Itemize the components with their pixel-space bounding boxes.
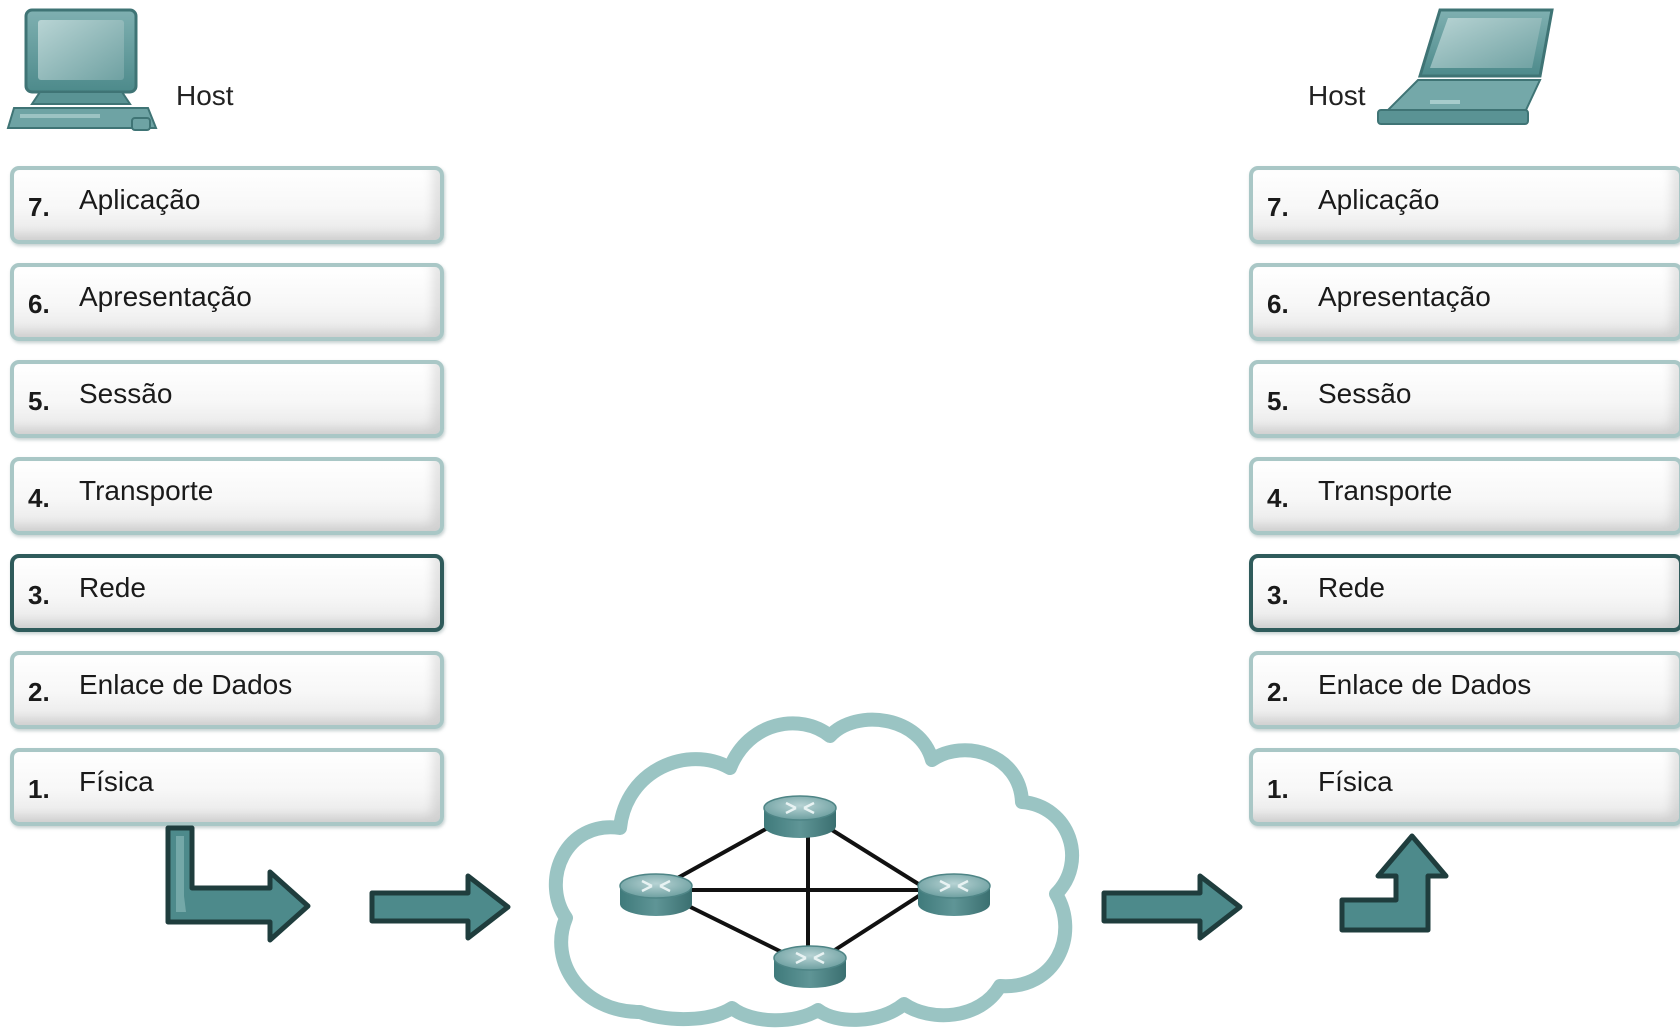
bent-arrow-down-right xyxy=(165,825,311,943)
network-cloud-icon xyxy=(549,712,1079,1028)
desktop-computer-icon xyxy=(6,8,158,131)
layer-5-left: 5. Sessão xyxy=(10,360,444,438)
layer-number: 6. xyxy=(28,289,50,319)
layer-number: 1. xyxy=(1267,774,1289,804)
laptop-icon xyxy=(1377,8,1554,125)
layer-7-left: 7. Aplicação xyxy=(10,166,444,244)
layer-number: 3. xyxy=(28,580,50,610)
layer-name: Aplicação xyxy=(1318,184,1440,215)
layer-5-right: 5. Sessão xyxy=(1249,360,1680,438)
layer-name: Rede xyxy=(1318,572,1385,603)
router-icon xyxy=(619,873,693,916)
host-left-label: Host xyxy=(176,80,234,111)
arrow-right-1 xyxy=(369,873,511,941)
layer-number: 2. xyxy=(1267,677,1289,707)
layer-4-left: 4. Transporte xyxy=(10,457,444,535)
layer-name: Sessão xyxy=(1318,378,1412,409)
osi-stack-left: 7. Aplicação 6. Apresentação 5. Sessão 4. Tr… xyxy=(10,166,444,845)
layer-2-left: 2. Enlace de Dados xyxy=(10,651,444,729)
layer-name: Apresentação xyxy=(1318,281,1491,312)
layer-6-left: 6. Apresentação xyxy=(10,263,444,341)
layer-3-right: 3. Rede xyxy=(1249,554,1680,632)
host-right-label: Host xyxy=(1308,80,1366,111)
layer-number: 5. xyxy=(28,386,50,416)
osi-stack-right: 7. Aplicação 6. Apresentação 5. Sessão 4. Tr… xyxy=(1249,166,1680,845)
router-icon xyxy=(763,795,837,838)
layer-6-right: 6. Apresentação xyxy=(1249,263,1680,341)
layer-name: Apresentação xyxy=(79,281,252,312)
layer-number: 1. xyxy=(28,774,50,804)
layer-name: Física xyxy=(79,766,154,797)
layer-name: Transporte xyxy=(79,475,214,506)
layer-number: 7. xyxy=(1267,192,1289,222)
layer-name: Aplicação xyxy=(79,184,201,215)
router-icon xyxy=(917,873,991,916)
layer-1-left: 1. Física xyxy=(10,748,444,826)
layer-3-left: 3. Rede xyxy=(10,554,444,632)
layer-7-right: 7. Aplicação xyxy=(1249,166,1680,244)
arrow-right-2 xyxy=(1101,873,1243,941)
layer-name: Física xyxy=(1318,766,1393,797)
layer-name: Sessão xyxy=(79,378,173,409)
layer-name: Enlace de Dados xyxy=(1318,669,1532,700)
layer-number: 4. xyxy=(28,483,50,513)
layer-number: 3. xyxy=(1267,580,1289,610)
layer-name: Enlace de Dados xyxy=(79,669,293,700)
layer-number: 2. xyxy=(28,677,50,707)
bent-arrow-right-up xyxy=(1339,833,1449,933)
layer-name: Transporte xyxy=(1318,475,1453,506)
layer-number: 5. xyxy=(1267,386,1289,416)
router-icon xyxy=(773,945,847,988)
layer-name: Rede xyxy=(79,572,146,603)
layer-number: 6. xyxy=(1267,289,1289,319)
layer-number: 7. xyxy=(28,192,50,222)
layer-2-right: 2. Enlace de Dados xyxy=(1249,651,1680,729)
layer-4-right: 4. Transporte xyxy=(1249,457,1680,535)
layer-number: 4. xyxy=(1267,483,1289,513)
layer-1-right: 1. Física xyxy=(1249,748,1680,826)
